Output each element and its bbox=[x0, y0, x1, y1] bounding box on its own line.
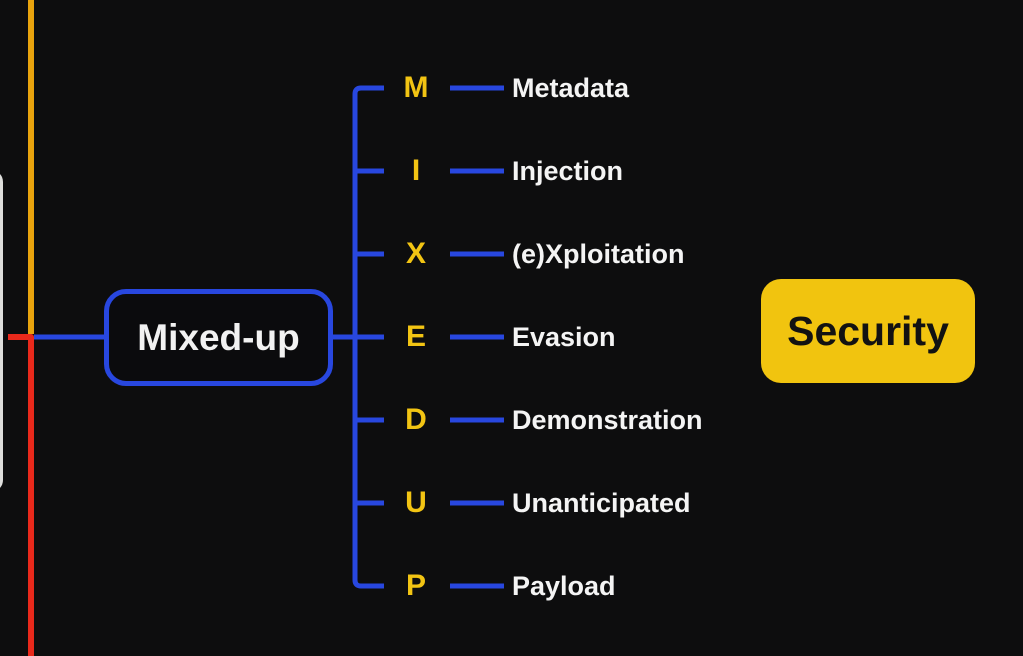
branch-row-metadata: M Metadata bbox=[0, 68, 760, 108]
branch-row-demonstration: D Demonstration bbox=[0, 400, 760, 440]
branch-letter-i[interactable]: I bbox=[411, 154, 421, 187]
branch-row-unanticipated: U Unanticipated bbox=[0, 483, 760, 523]
offscreen-node-outline bbox=[0, 170, 3, 492]
branch-row-payload: P Payload bbox=[0, 566, 760, 606]
branch-term-metadata[interactable]: Metadata bbox=[512, 73, 630, 103]
root-node-mixed-up[interactable]: Mixed-up bbox=[104, 289, 333, 386]
branch-term-injection[interactable]: Injection bbox=[512, 156, 624, 186]
branch-letter-u[interactable]: U bbox=[405, 486, 427, 519]
branch-row-exploitation: X (e)Xploitation bbox=[0, 234, 760, 274]
root-node-label: Mixed-up bbox=[137, 316, 300, 358]
branch-row-evasion: E Evasion bbox=[0, 317, 760, 357]
red-line bbox=[8, 334, 34, 656]
branch-letter-m[interactable]: M bbox=[403, 71, 429, 104]
branch-term-exploitation[interactable]: (e)Xploitation bbox=[512, 239, 685, 269]
branch-term-demonstration[interactable]: Demonstration bbox=[512, 405, 703, 435]
branch-row-injection: I Injection bbox=[0, 151, 760, 191]
branch-term-evasion[interactable]: Evasion bbox=[512, 322, 616, 352]
branch-term-unanticipated[interactable]: Unanticipated bbox=[512, 488, 691, 518]
branch-letter-p[interactable]: P bbox=[405, 569, 426, 602]
branch-letter-e[interactable]: E bbox=[405, 320, 426, 353]
branch-letter-d[interactable]: D bbox=[405, 403, 427, 436]
branch-term-payload[interactable]: Payload bbox=[512, 571, 616, 601]
security-badge[interactable]: Security bbox=[761, 279, 975, 383]
branch-letter-x[interactable]: X bbox=[405, 237, 426, 270]
security-badge-label: Security bbox=[787, 307, 949, 354]
